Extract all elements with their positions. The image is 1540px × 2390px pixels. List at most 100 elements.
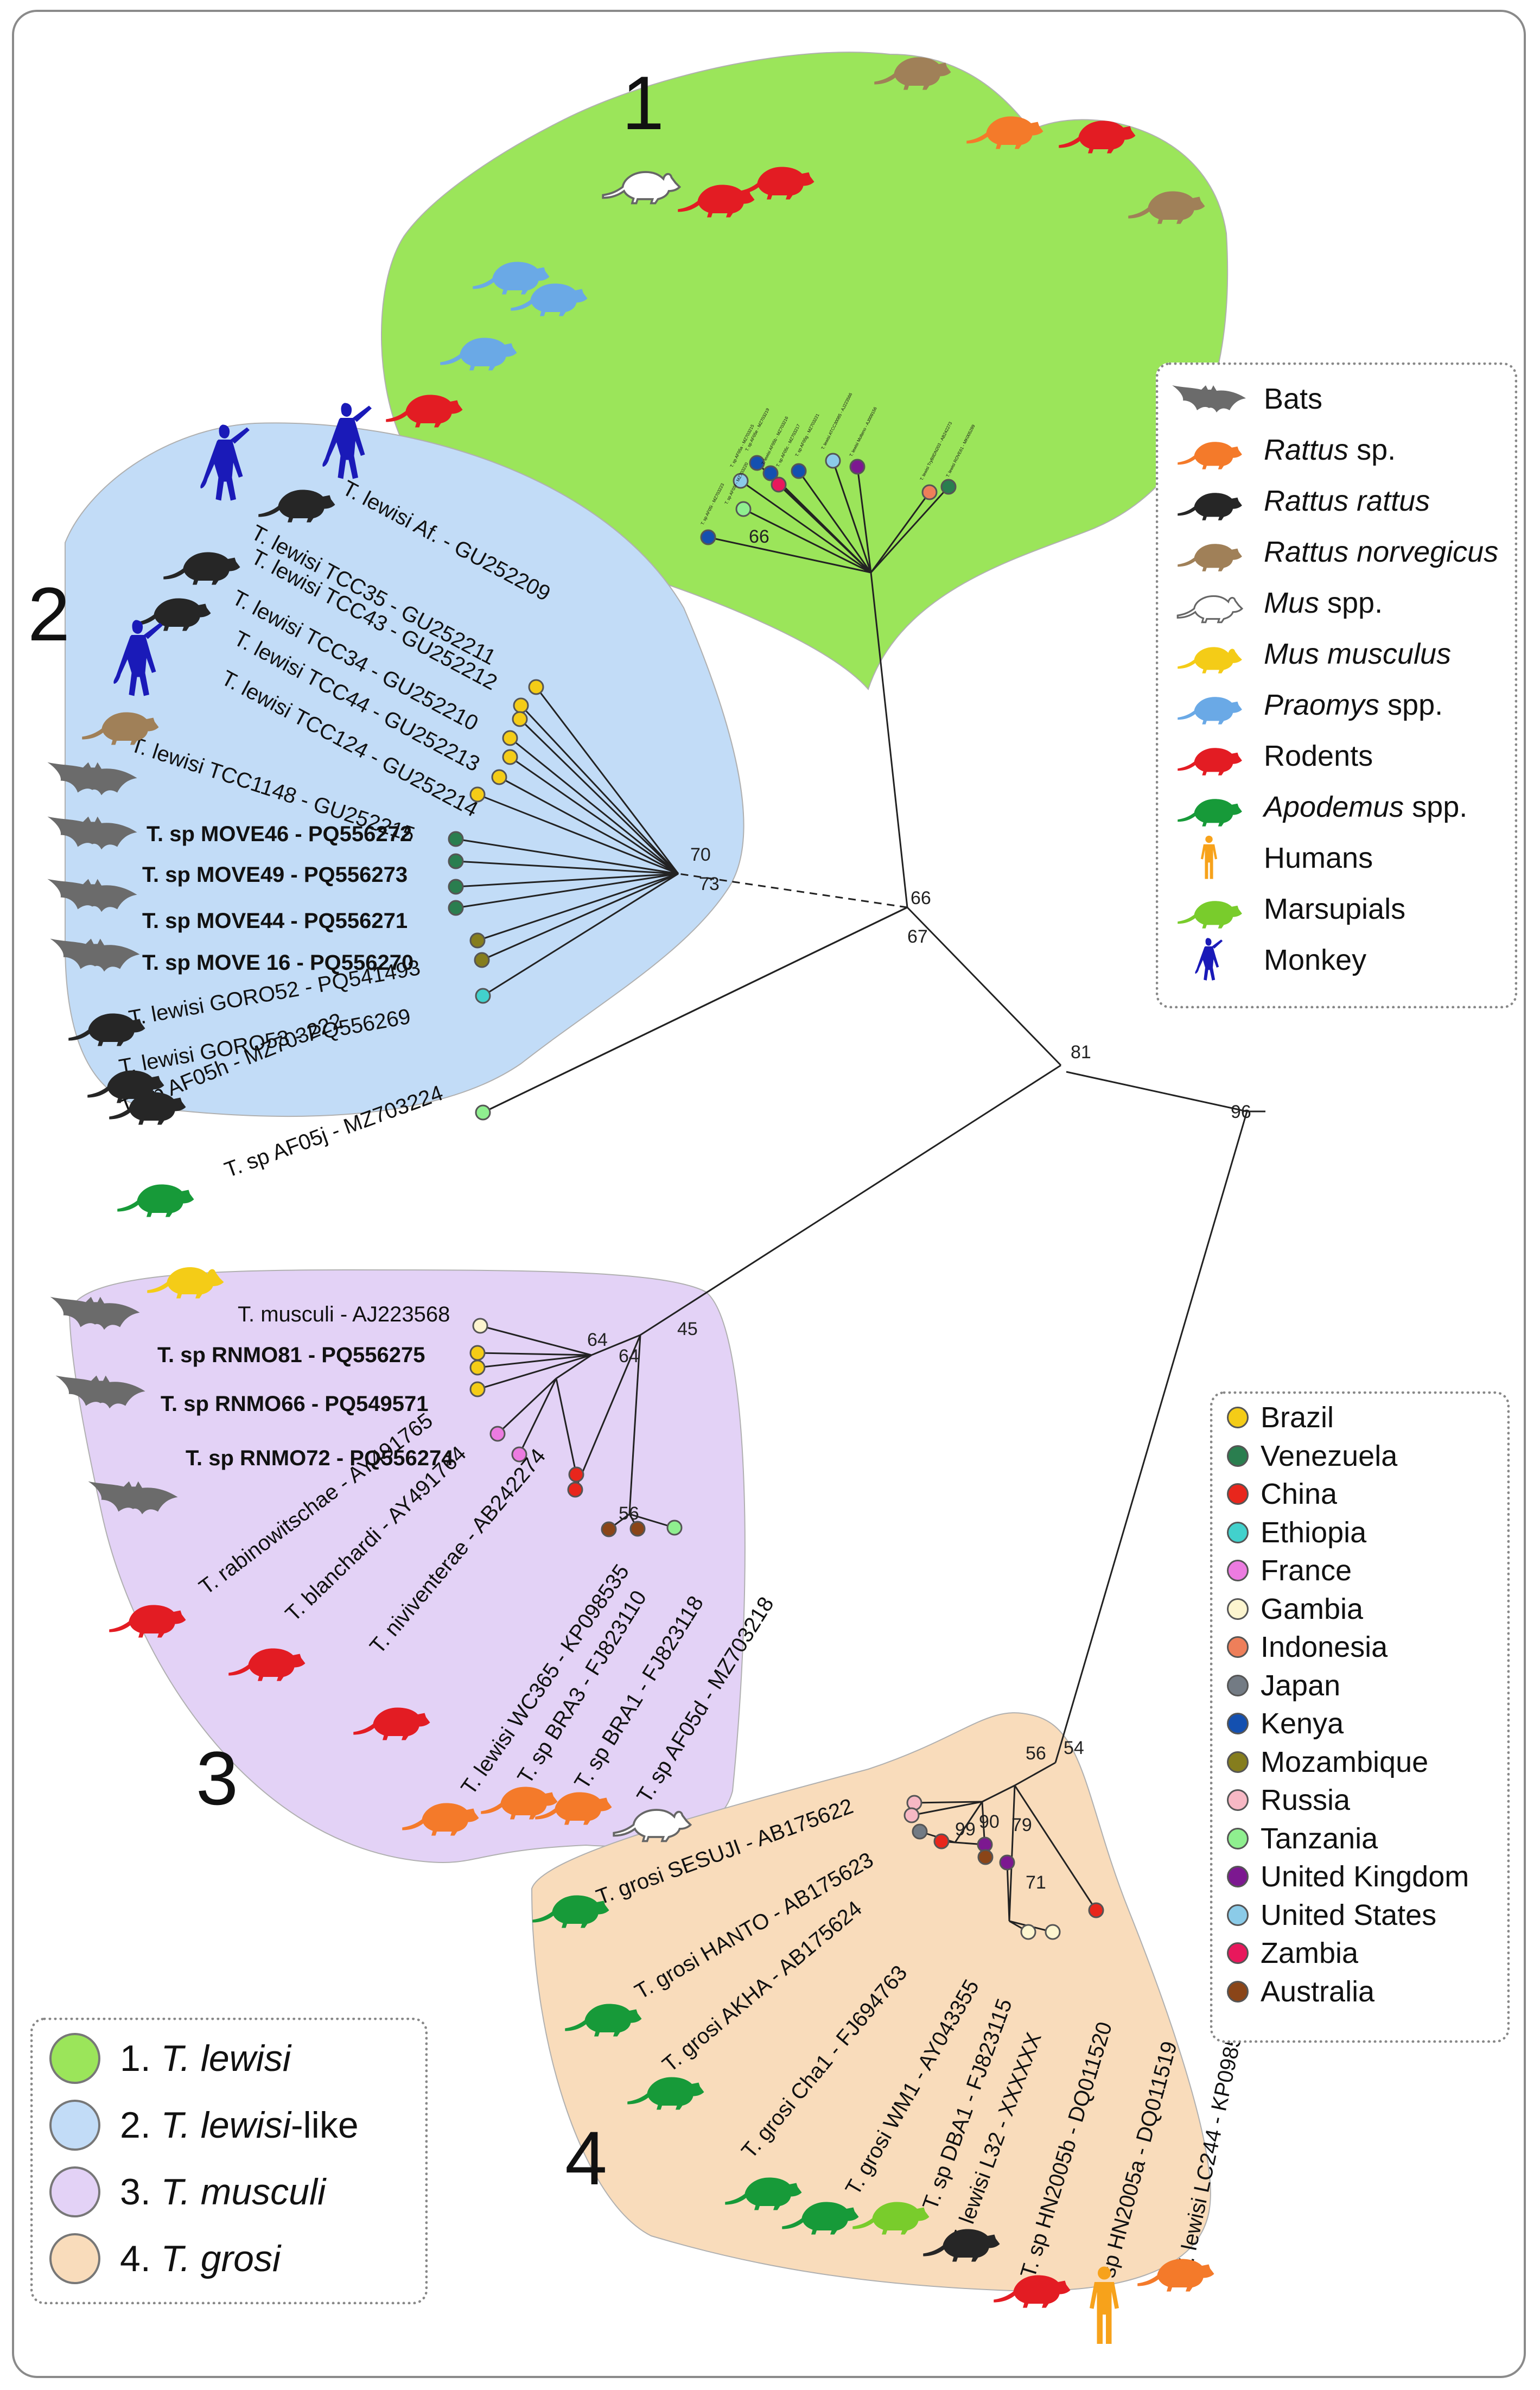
tip-marker-kenya xyxy=(762,465,779,481)
tip-marker-australia xyxy=(629,1521,646,1537)
support-value: 64 xyxy=(619,1346,639,1366)
tip-marker-united-states xyxy=(733,473,749,489)
country-legend-label: Kenya xyxy=(1261,1707,1344,1740)
tip-marker-russia xyxy=(903,1807,920,1823)
clade-regions xyxy=(65,52,1229,2292)
tip-marker-brazil xyxy=(513,697,529,714)
tree-branch xyxy=(535,687,679,874)
tree-branch xyxy=(870,492,931,573)
bat-icon xyxy=(1172,385,1246,412)
tip-marker-china xyxy=(1088,1902,1104,1918)
tree-branch xyxy=(482,873,679,997)
tip-marker-kenya xyxy=(749,455,765,471)
support-value: 56 xyxy=(1026,1743,1046,1764)
tip-marker-indonesia xyxy=(921,484,938,500)
country-legend-item: United Kingdom xyxy=(1227,1858,1469,1896)
tree-branch xyxy=(740,480,871,574)
tree-branch xyxy=(911,1801,983,1816)
tree-branch xyxy=(1008,1785,1016,1922)
tree-branch xyxy=(555,1378,577,1475)
clade-legend-item: 1. T. lewisi xyxy=(49,2031,291,2086)
country-legend-item: Ethiopia xyxy=(1227,1514,1366,1552)
tip-marker-brazil xyxy=(469,1359,486,1376)
tree-branch xyxy=(455,873,679,909)
tip-marker-brazil xyxy=(528,679,544,695)
clade-color-swatch xyxy=(49,2100,100,2151)
country-legend-label: Venezuela xyxy=(1261,1439,1398,1472)
taxon-label: T. sp MOVE49 - PQ556273 xyxy=(142,863,408,887)
country-color-dot xyxy=(1227,1407,1249,1428)
tip-marker-tanzania xyxy=(475,1104,491,1121)
clade-number: 4 xyxy=(565,2115,607,2201)
tip-marker-france xyxy=(489,1426,506,1442)
tree-branch xyxy=(455,860,679,875)
support-value: 56 xyxy=(619,1503,639,1524)
country-legend-label: Gambia xyxy=(1261,1592,1364,1625)
tree-branch xyxy=(1066,1071,1248,1113)
host-legend-item: Praomys spp. xyxy=(1168,682,1443,728)
host-legend-item: Rattus rattus xyxy=(1168,478,1430,524)
country-color-dot xyxy=(1227,1674,1249,1696)
host-legend-label: Praomys spp. xyxy=(1264,689,1443,721)
tip-marker-japan xyxy=(912,1823,928,1840)
country-color-dot xyxy=(1227,1445,1249,1467)
host-legend-label: Mus spp. xyxy=(1264,587,1383,619)
country-legend-item: France xyxy=(1227,1552,1352,1590)
host-legend-item: Rodents xyxy=(1168,733,1373,779)
tree-branch xyxy=(497,1377,557,1435)
country-color-dot xyxy=(1227,1636,1249,1658)
clade-color-swatch xyxy=(49,2033,100,2084)
taxon-label: T. sp RNMO81 - PQ556275 xyxy=(157,1343,425,1367)
tip-marker-kenya xyxy=(791,463,807,479)
clade-legend-label: 2. T. lewisi-like xyxy=(120,2105,359,2146)
tree-branch xyxy=(906,906,1062,1066)
support-value: 73 xyxy=(699,874,720,894)
tip-marker-china xyxy=(567,1482,583,1498)
tree-branch xyxy=(477,793,679,875)
tip-marker-united-kingdom xyxy=(849,459,866,475)
tip-marker-gambia xyxy=(1045,1924,1061,1940)
clade-number: 1 xyxy=(622,60,664,145)
tree-branch xyxy=(640,1064,1061,1336)
country-legend-item: Gambia xyxy=(1227,1590,1363,1628)
clade-legend-item: 3. T. musculi xyxy=(49,2165,326,2219)
tree-branch xyxy=(1006,1862,1010,1922)
host-legend-item: Apodemus spp. xyxy=(1168,784,1467,830)
tip-marker-brazil xyxy=(469,1381,486,1397)
host-legend-label: Humans xyxy=(1264,842,1373,874)
tree-branch xyxy=(520,704,679,875)
rat-icon xyxy=(1178,544,1242,571)
country-legend-item: Russia xyxy=(1227,1781,1350,1819)
tree-branch xyxy=(870,486,950,574)
tree-branch xyxy=(1054,1111,1248,1763)
tree-branch xyxy=(591,1334,641,1356)
host-legend-item: Rattus sp. xyxy=(1168,427,1396,473)
tree-branch xyxy=(510,737,679,875)
clade-2-region xyxy=(65,422,744,1117)
rat-icon xyxy=(1178,799,1242,827)
country-color-dot xyxy=(1227,1598,1249,1620)
tip-marker-mozambique xyxy=(469,932,486,949)
country-legend-label: Mozambique xyxy=(1261,1745,1429,1778)
country-color-dot xyxy=(1227,1483,1249,1505)
country-color-dot xyxy=(1227,1789,1249,1811)
host-legend-label: Rattus rattus xyxy=(1264,485,1430,517)
tree-branch xyxy=(743,508,871,574)
tree-branch xyxy=(856,466,872,573)
tree-branch xyxy=(519,718,679,875)
tip-marker-china xyxy=(933,1833,950,1849)
support-value: 54 xyxy=(1064,1738,1084,1758)
tip-marker-united-kingdom xyxy=(999,1854,1015,1871)
rat-icon xyxy=(1178,493,1242,520)
host-legend-label: Rattus sp. xyxy=(1264,434,1396,466)
country-legend-label: Brazil xyxy=(1261,1401,1334,1434)
country-legend-label: Zambia xyxy=(1261,1937,1359,1969)
country-legend-item: Australia xyxy=(1227,1973,1374,2011)
tip-marker-brazil xyxy=(502,749,518,765)
host-legend-item: Rattus norvegicus xyxy=(1168,529,1498,575)
host-legend-label: Bats xyxy=(1264,383,1323,415)
tree-branch xyxy=(832,460,872,573)
